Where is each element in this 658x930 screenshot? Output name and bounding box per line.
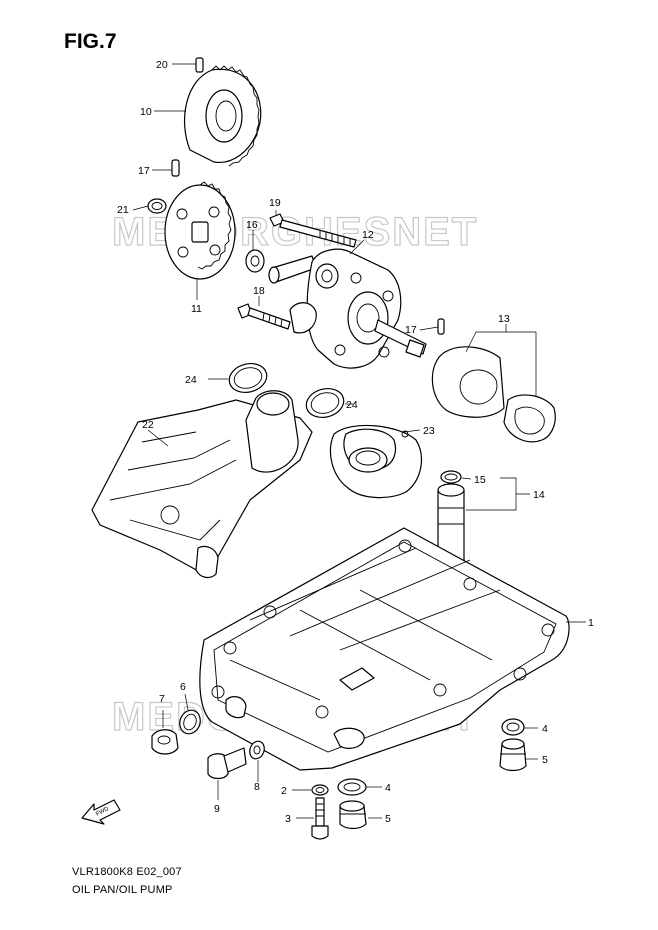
part-20-pin <box>195 57 204 73</box>
part-19-bolt <box>269 213 357 248</box>
callout-18: 18 <box>253 285 265 297</box>
callout-22: 22 <box>142 419 154 431</box>
callout-6: 6 <box>180 681 186 693</box>
callout-24-lower: 24 <box>346 399 358 411</box>
part-16-washer <box>245 249 265 273</box>
callout-3: 3 <box>285 813 291 825</box>
part-17-pin-lower <box>437 318 445 335</box>
figure-title: FIG.7 <box>64 30 117 53</box>
callout-7: 7 <box>159 693 165 705</box>
part-11-drive-gear <box>164 181 236 280</box>
part-8-washer <box>249 740 265 760</box>
part-12-oil-pump <box>268 248 427 369</box>
callout-8: 8 <box>254 781 260 793</box>
callout-21: 21 <box>117 204 129 216</box>
part-18-bolt <box>237 303 291 330</box>
forward-direction-arrow: FWD <box>81 799 121 825</box>
callout-4-lower: 4 <box>385 782 391 794</box>
part-6-o-ring <box>179 709 201 735</box>
part-1-oil-pan <box>199 527 570 771</box>
callout-13: 13 <box>498 313 510 325</box>
figure-name: OIL PAN/OIL PUMP <box>72 884 173 896</box>
part-22-oil-baffle <box>91 390 313 579</box>
part-24-o-ring-upper <box>228 363 268 393</box>
part-4-gasket-right <box>501 718 525 736</box>
callout-14: 14 <box>533 489 545 501</box>
part-5-plug-right <box>499 738 527 772</box>
part-23-oil-strainer <box>329 424 423 499</box>
figure-code: VLR1800K8 E02_007 <box>72 866 182 878</box>
callout-4-right: 4 <box>542 723 548 735</box>
callout-17-lower: 17 <box>405 324 417 336</box>
part-4-gasket-lower <box>337 778 367 796</box>
part-9-bolt <box>207 747 247 780</box>
callout-23: 23 <box>423 425 435 437</box>
leader-lines <box>132 63 586 819</box>
callout-24-upper: 24 <box>185 374 197 386</box>
callout-1: 1 <box>588 617 594 629</box>
callout-17-upper: 17 <box>138 165 150 177</box>
part-13-pump-rotors <box>431 346 556 443</box>
callout-15: 15 <box>474 474 486 486</box>
callout-16: 16 <box>246 219 258 231</box>
part-21-circlip <box>147 198 167 214</box>
callout-12: 12 <box>362 229 374 241</box>
callout-20: 20 <box>156 59 168 71</box>
part-5-plug-lower <box>339 800 367 830</box>
callout-2: 2 <box>281 785 287 797</box>
part-10-driven-gear <box>184 65 262 167</box>
part-7-plug <box>151 729 179 755</box>
part-2-washer <box>311 784 329 796</box>
part-17-pin-upper <box>171 159 180 177</box>
part-15-o-ring <box>440 470 462 484</box>
callout-5-lower: 5 <box>385 813 391 825</box>
callout-11: 11 <box>191 303 202 315</box>
part-24-o-ring-lower <box>305 388 345 418</box>
callout-10: 10 <box>140 106 152 118</box>
callout-19: 19 <box>269 197 281 209</box>
callout-labels: 20 10 17 21 19 16 12 11 18 17 13 24 24 2… <box>117 59 594 825</box>
callout-9: 9 <box>214 803 220 815</box>
part-3-bolt <box>311 797 329 840</box>
callout-5-right: 5 <box>542 754 548 766</box>
